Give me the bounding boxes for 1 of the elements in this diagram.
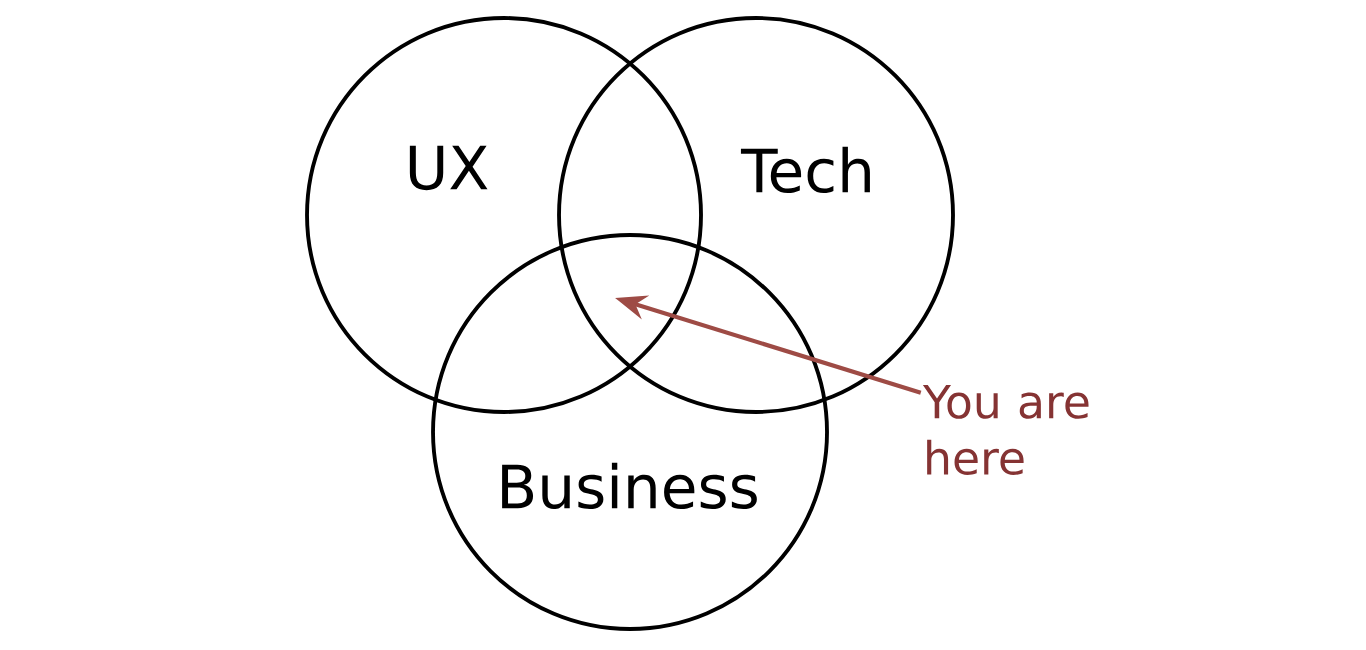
note-text: You are here (922, 384, 1089, 476)
